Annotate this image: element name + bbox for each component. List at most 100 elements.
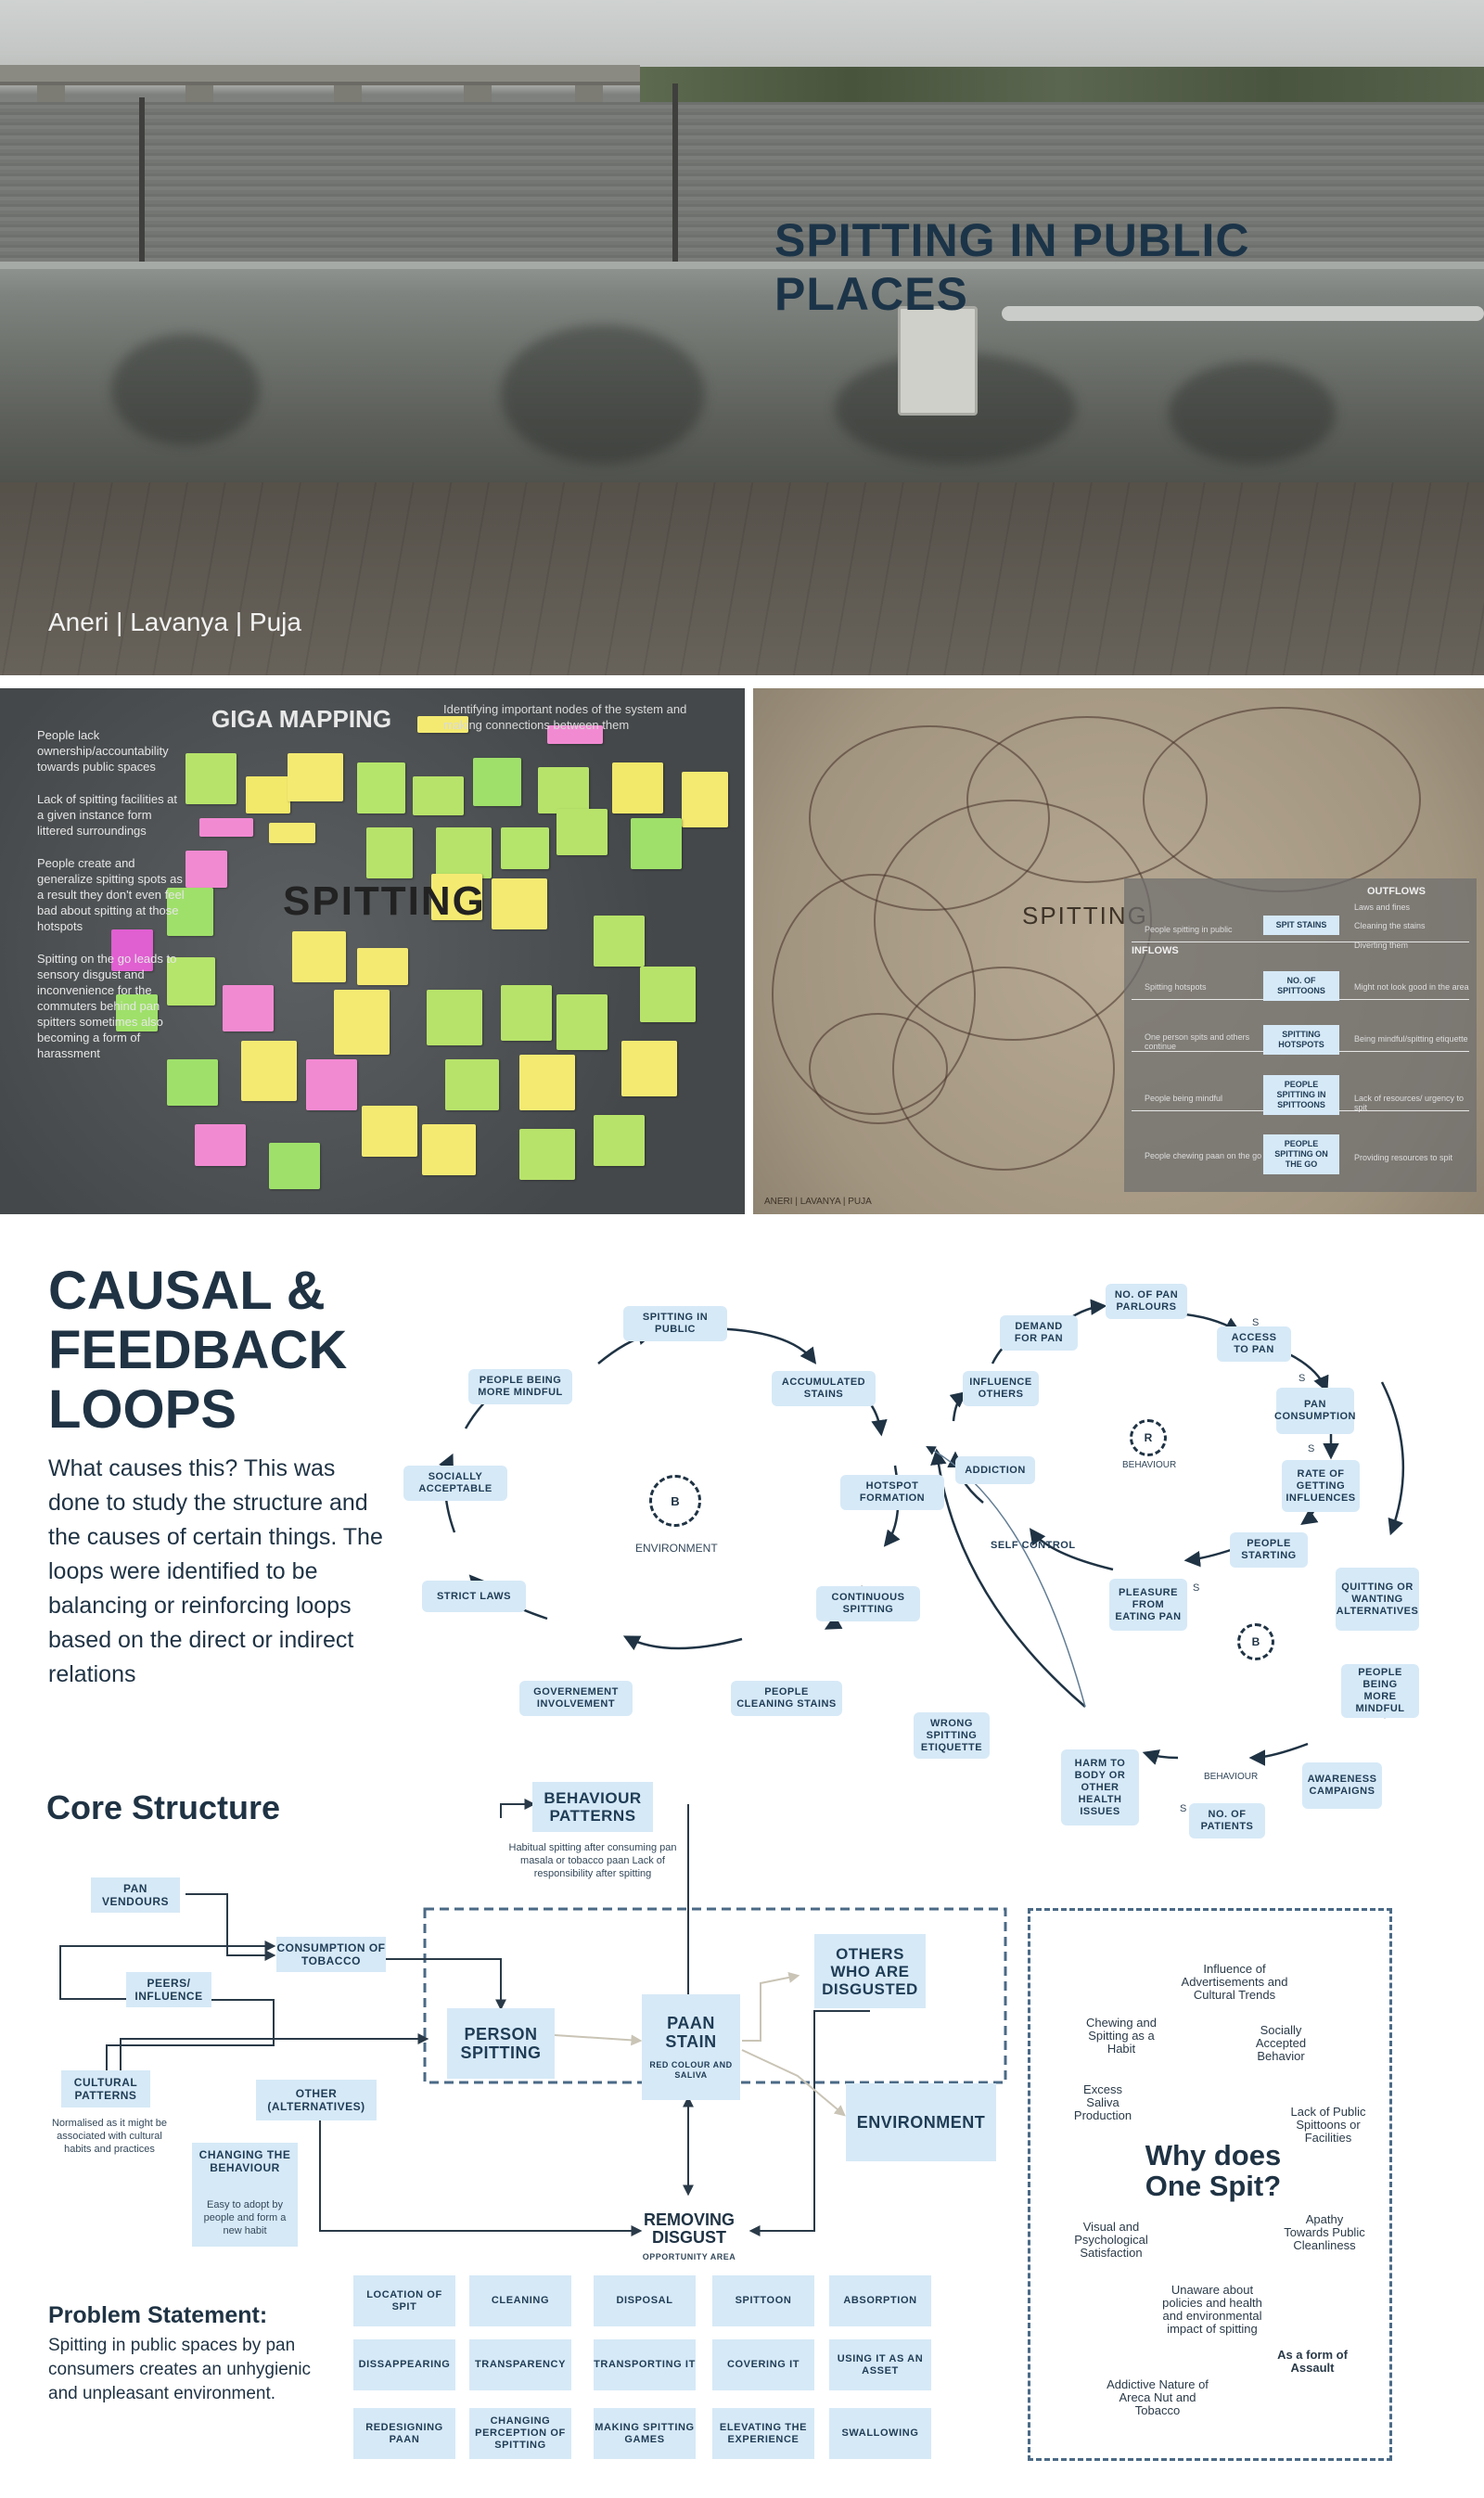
title-line: FEEDBACK: [48, 1320, 348, 1380]
changing-behaviour-label: CHANGING THE BEHAVIOUR: [198, 2148, 291, 2174]
loop-arrow: [926, 1445, 1086, 1708]
stock-box: NO. OF SPITTOONS: [1263, 971, 1339, 1001]
connector: [186, 1893, 276, 1961]
inflows-label: INFLOWS: [1132, 945, 1179, 956]
connector: [554, 2034, 643, 2046]
loop1-node: SOCIALLY ACCEPTABLE: [403, 1466, 507, 1501]
sticky-note: [501, 827, 549, 869]
why-spit-box: Influence of Advertisements and Cultural…: [1028, 1908, 1392, 2461]
opportunity-cell: REDESIGNING PAAN: [353, 2408, 455, 2459]
why-reason: Visual and Psychological Satisfaction: [1074, 2220, 1148, 2260]
why-reason: Influence of Advertisements and Cultural…: [1181, 1962, 1288, 2002]
page-title: SPITTING IN PUBLIC PLACES: [774, 214, 1250, 320]
sticky-note: [167, 888, 213, 936]
others-disgusted-box: OTHERS WHO ARE DISGUSTED: [814, 1934, 926, 2008]
balancing-loop-icon: B: [649, 1475, 701, 1527]
sticky-note: [306, 1059, 357, 1110]
why-reason: Apathy Towards Public Cleanliness: [1284, 2212, 1365, 2252]
changing-behaviour-box: CHANGING THE BEHAVIOUR: [192, 2143, 298, 2247]
loop2-node: INFLUENCE OTHERS: [963, 1371, 1039, 1406]
loop2-node: PEOPLE BEING MORE MINDFUL: [1341, 1664, 1419, 1718]
loop-arrow: [1029, 1528, 1114, 1571]
sticky-note: [186, 753, 237, 804]
loop1-label: ENVIRONMENT: [635, 1542, 718, 1555]
giga-mapping-subtitle: Identifying important nodes of the syste…: [443, 702, 687, 732]
sticky-note: [431, 874, 482, 920]
sticky-note: [288, 753, 343, 801]
loop2-node: AWARENESS CAMPAIGNS: [1302, 1762, 1382, 1809]
sticky-note: [199, 818, 253, 837]
outflow-label: Lack of resources/ urgency to spit: [1354, 1094, 1465, 1112]
loop-arrow: [1248, 1742, 1309, 1766]
system-map-photo: SPITTING ANERI | LAVANYA | PUJA OUTFLOWS…: [753, 688, 1484, 1214]
inflow-label: People being mindful: [1145, 1094, 1223, 1103]
loop1-node: HOTSPOT FORMATION: [840, 1475, 944, 1510]
causal-loops-description: What causes this? This was done to study…: [48, 1455, 383, 1687]
opportunity-cell: CLEANING: [469, 2275, 571, 2326]
stock-box: PEOPLE SPITTING IN SPITTOONS: [1263, 1075, 1339, 1115]
cultural-patterns-box: CULTURAL PATTERNS: [61, 2070, 150, 2107]
loop1-node: CONTINUOUS SPITTING: [816, 1586, 920, 1621]
opportunity-cell: CHANGING PERCEPTION OF SPITTING: [469, 2408, 571, 2459]
loop2-text: SELF CONTROL: [991, 1540, 1076, 1551]
lamp-pole: [672, 83, 678, 269]
loop-arrow: [930, 1448, 1086, 1708]
connector: [120, 2033, 429, 2078]
behaviour-patterns-box: BEHAVIOUR PATTERNS: [532, 1782, 653, 1832]
paved-floor: [0, 482, 1484, 675]
outflow-label: Laws and fines: [1354, 903, 1411, 912]
outflow-label: Might not look good in the area: [1354, 982, 1469, 992]
sticky-note: [445, 1059, 499, 1110]
why-reason: Socially Accepted Behavior: [1255, 2023, 1307, 2063]
opportunity-cell: DISPOSAL: [594, 2275, 696, 2326]
environment-box: ENVIRONMENT: [846, 2083, 996, 2161]
outflow-label: Being mindful/spitting etiquette: [1354, 1034, 1468, 1044]
sticky-note: [594, 1115, 645, 1166]
why-reason: Excess Saliva Production: [1073, 2082, 1132, 2122]
loop2-node: PEOPLE STARTING: [1230, 1532, 1308, 1568]
opportunity-cell: TRANSPORTING IT: [594, 2339, 696, 2390]
sticky-note: [292, 931, 346, 982]
inflow-label: One person spits and others continue: [1145, 1032, 1250, 1051]
authors-credit: Aneri | Lavanya | Puja: [48, 608, 301, 636]
sticky-note: [427, 990, 482, 1045]
stock-box: SPIT STAINS: [1263, 916, 1339, 935]
sticky-note: [631, 818, 682, 869]
giga-mapping-title: GIGA MAPPING: [211, 705, 392, 733]
cultural-note: Normalised as it might be associated wit…: [51, 2118, 168, 2155]
polarity-mark: S: [1308, 1443, 1315, 1454]
sticky-note: [269, 1143, 320, 1189]
loop-arrow: [1142, 1749, 1179, 1765]
sticky-note: [116, 994, 158, 1031]
opportunity-cell: COVERING IT: [712, 2339, 814, 2390]
giga-notes: People lack ownership/accountability tow…: [37, 727, 186, 1078]
hero-photo: SPITTING IN PUBLIC PLACES Aneri | Lavany…: [0, 0, 1484, 675]
giga-note: People create and generalize spitting sp…: [37, 856, 185, 933]
sticky-note: [357, 762, 405, 813]
why-reason: Chewing and Spitting as a Habit: [1086, 2016, 1157, 2056]
outflow-label: Diverting them: [1354, 941, 1409, 950]
electric-box: [898, 306, 978, 416]
giga-note: People lack ownership/accountability tow…: [37, 728, 169, 774]
sticky-note: [362, 1106, 417, 1157]
polarity-mark: S: [1180, 1803, 1187, 1814]
inflow-label: Spitting hotspots: [1145, 982, 1207, 992]
opportunity-cell: MAKING SPITTING GAMES: [594, 2408, 696, 2459]
sticky-note: [612, 762, 663, 813]
sticky-note: [223, 985, 274, 1031]
changing-behaviour-note: Easy to adopt by people and form a new h…: [203, 2199, 287, 2236]
connector: [319, 2082, 643, 2236]
connector: [748, 2010, 870, 2236]
loop2-node: PAN CONSUMPTION: [1274, 1388, 1356, 1434]
sticky-note: [501, 985, 552, 1041]
sticky-note: [422, 1124, 476, 1175]
connector: [101, 1999, 275, 2085]
bridge-illustration: [0, 65, 640, 85]
consumption-box: CONSUMPTION OF TOBACCO: [276, 1937, 386, 1972]
sticky-note: [436, 827, 492, 878]
loop2-node: PLEASURE FROM EATING PAN: [1109, 1579, 1187, 1631]
balancing-loop-icon: B: [1237, 1623, 1274, 1660]
inflow-label: People spitting in public: [1145, 925, 1233, 934]
loop-arrow: [1380, 1381, 1405, 1536]
stock-box: SPITTING HOTSPOTS: [1263, 1025, 1339, 1055]
